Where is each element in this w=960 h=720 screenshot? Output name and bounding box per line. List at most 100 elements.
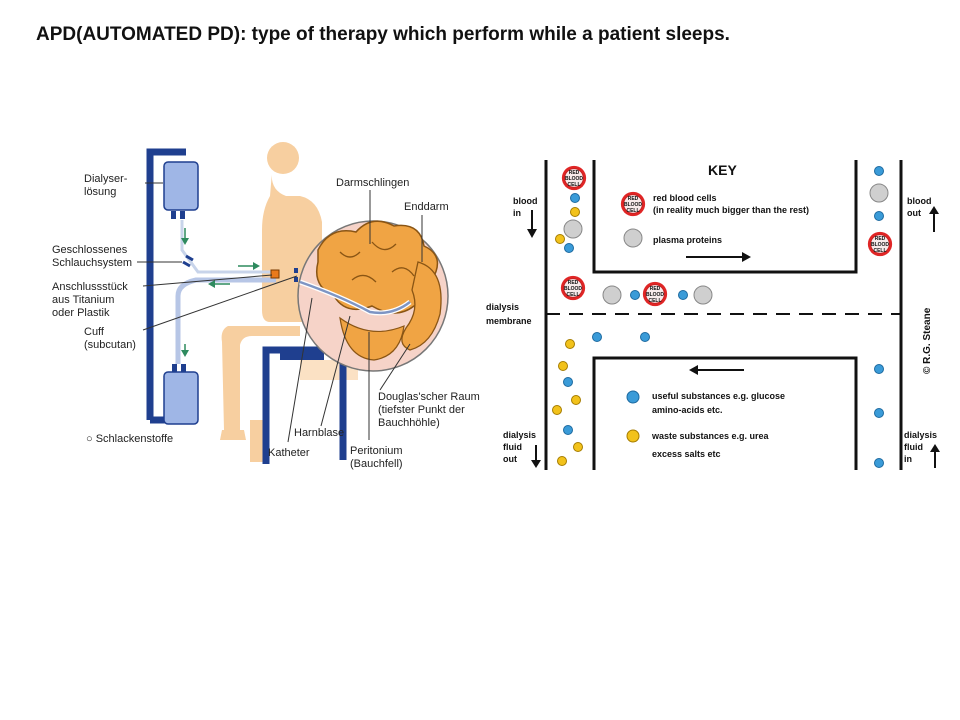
rbc-mid-text-3: CELL: [566, 292, 579, 298]
key-plasma-label: plasma proteins: [653, 235, 722, 245]
lower-channel-wall: [592, 356, 858, 470]
dialysis-solution-bag: [163, 161, 199, 219]
fluid-out-label-2: fluid: [503, 442, 522, 452]
connector-label-2: aus Titanium: [52, 294, 114, 306]
useful-particle: [874, 166, 884, 176]
useful-particle: [874, 364, 884, 374]
fluid-flow-arrowhead: [689, 365, 698, 375]
cuff-label-1: Cuff: [84, 326, 105, 338]
blood-in-label-1: blood: [513, 196, 538, 206]
fluid-in-label-1: dialysis: [904, 430, 937, 440]
dialyser-label-2: lösung: [84, 186, 116, 198]
drain-bag: [163, 364, 199, 425]
useful-particle: [874, 211, 884, 221]
dialyser-label-1: Dialyser-: [84, 173, 128, 185]
abdomen-magnified: [297, 220, 449, 372]
plasma-protein-right: [869, 183, 889, 203]
peritoneum-label-2: (Bauchfell): [350, 458, 403, 470]
useful-particle: [563, 425, 573, 435]
waste-particle: [557, 456, 567, 466]
waste-particle: [552, 405, 562, 415]
fluid-out-label-3: out: [503, 454, 517, 464]
leader-lines: [137, 182, 423, 443]
blood-in-label-2: in: [513, 208, 521, 218]
rbc-left-text-3: CELL: [567, 182, 580, 188]
connector-label-1: Anschlussstück: [52, 281, 128, 293]
waste-particle: [555, 234, 565, 244]
blood-in-arrowhead: [527, 229, 537, 238]
key-rbc-label-2: (in reality much bigger than the rest): [653, 205, 809, 215]
rbc-mid2-text-3: CELL: [648, 298, 661, 304]
bladder-label: Harnblase: [294, 427, 344, 439]
rbc-right-text-2: BLOOD: [871, 242, 889, 248]
rbc-right-text-1: RED: [875, 236, 886, 242]
waste-particle: [573, 442, 583, 452]
page-title: APD(AUTOMATED PD): type of therapy which…: [36, 24, 730, 45]
useful-particle: [570, 193, 580, 203]
waste-legend: ○ Schlackenstoffe: [86, 433, 173, 445]
copyright-note: © R.G. Steane: [922, 307, 933, 374]
rbc-left-text-1: RED: [569, 170, 580, 176]
intestine-label: Darmschlingen: [336, 177, 409, 189]
useful-particle: [630, 290, 640, 300]
blood-out-arrowhead: [929, 206, 939, 214]
rbc-mid-text-1: RED: [568, 280, 579, 286]
key-useful-label-1: useful substances e.g. glucose: [652, 391, 785, 401]
membrane-label-1: dialysis: [486, 302, 519, 312]
key-rbc-label-1: red blood cells: [653, 193, 717, 203]
waste-particle: [570, 207, 580, 217]
key-waste-label-1: waste substances e.g. urea: [651, 431, 770, 441]
membrane-label-2: membrane: [486, 316, 532, 326]
blood-out-label-2: out: [907, 208, 921, 218]
pd-illustration: Dialyser- lösung Geschlossenes Schlauchs…: [52, 142, 480, 470]
fluid-in-label-2: fluid: [904, 442, 923, 452]
key-waste-icon: [626, 429, 640, 443]
useful-particle: [564, 243, 574, 253]
catheter-label: Katheter: [268, 447, 310, 459]
connector-label-3: oder Plastik: [52, 307, 110, 319]
douglas-label-3: Bauchhöhle): [378, 417, 440, 429]
tubing: [175, 220, 298, 364]
fluid-in-arrowhead: [930, 444, 940, 452]
key-rbc-icon-text-3: CELL: [626, 208, 639, 214]
rbc-left-text-2: BLOOD: [565, 176, 583, 182]
flow-arrows: [181, 228, 260, 357]
closed-system-label-1: Geschlossenes: [52, 244, 128, 256]
rectum-label: Enddarm: [404, 201, 449, 213]
useful-particle: [563, 377, 573, 387]
fluid-in-label-3: in: [904, 454, 912, 464]
douglas-label-2: (tiefster Punkt der: [378, 404, 465, 416]
useful-particle: [874, 458, 884, 468]
key-waste-label-2: excess salts etc: [652, 449, 721, 459]
right-channel-rbc: RED BLOOD CELL: [867, 231, 893, 257]
key-rbc-icon-text-1: RED: [628, 196, 639, 202]
useful-particle: [640, 332, 650, 342]
rbc-mid2-text-2: BLOOD: [646, 292, 664, 298]
peritoneum-label-1: Peritonium: [350, 445, 403, 457]
key-title: KEY: [708, 162, 737, 178]
waste-particle: [558, 361, 568, 371]
cuff-label-2: (subcutan): [84, 339, 136, 351]
rbc-right-text-3: CELL: [873, 248, 886, 254]
waste-particle: [565, 339, 575, 349]
useful-particle: [874, 408, 884, 418]
fluid-out-arrowhead: [531, 460, 541, 468]
membrane-row-rbc: RED BLOOD CELL RED BLOOD CELL: [560, 275, 668, 307]
closed-system-label-2: Schlauchsystem: [52, 257, 132, 269]
plasma-protein-mid: [602, 285, 622, 305]
rbc-mid2-text-1: RED: [650, 286, 661, 292]
blood-out-label-1: blood: [907, 196, 932, 206]
useful-particle: [678, 290, 688, 300]
key-plasma-icon: [623, 228, 643, 248]
upper-channel-wall: [592, 160, 858, 274]
key-rbc-icon-text-2: BLOOD: [624, 202, 642, 208]
key-rbc-icon: RED BLOOD CELL: [620, 191, 646, 217]
useful-particle: [592, 332, 602, 342]
dialysis-membrane-diagram: KEY RED BLOOD CELL red blood cells (in r…: [486, 160, 940, 470]
plasma-protein-mid: [693, 285, 713, 305]
blood-flow-arrowhead: [742, 252, 751, 262]
rbc-mid-text-2: BLOOD: [564, 286, 582, 292]
douglas-label-1: Douglas'scher Raum: [378, 391, 480, 403]
left-channel-rbc: RED BLOOD CELL: [561, 165, 587, 191]
